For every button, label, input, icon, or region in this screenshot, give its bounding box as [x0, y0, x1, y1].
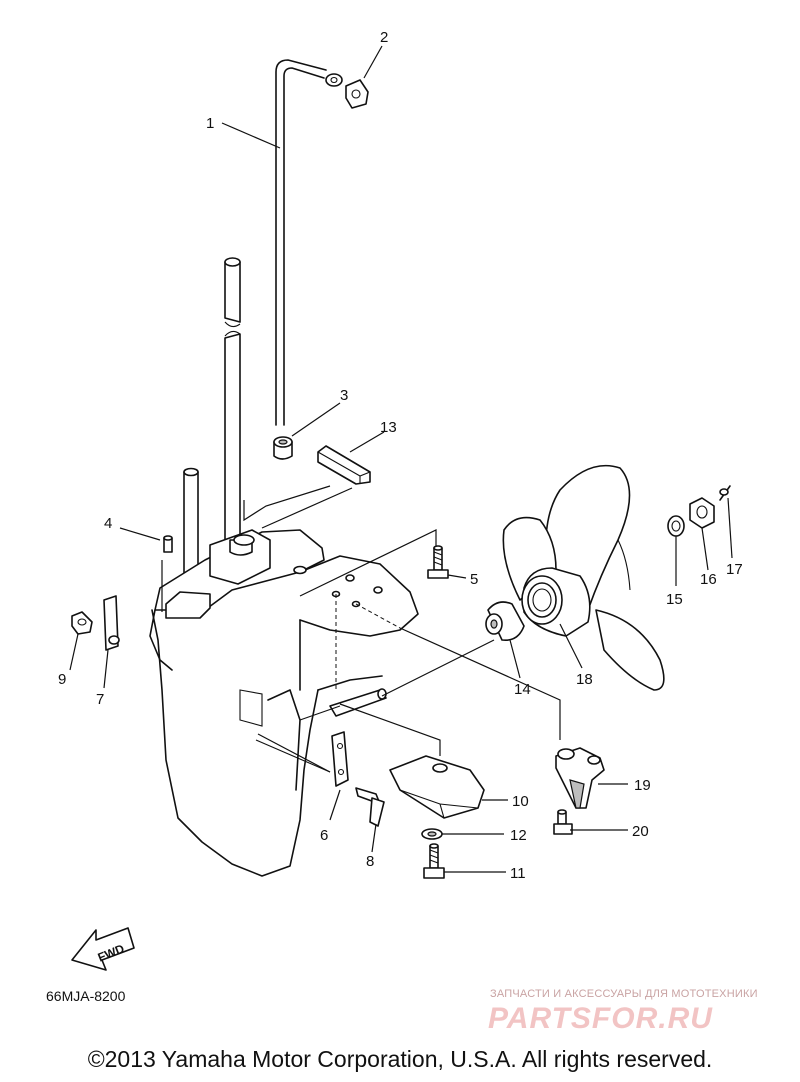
callout-18: 18	[576, 671, 593, 688]
part-water-tube	[275, 59, 343, 426]
part-washer-15	[667, 515, 685, 537]
part-bolt-5	[427, 545, 449, 579]
part-propeller-18	[502, 464, 665, 691]
callout-3: 3	[340, 387, 348, 404]
callout-1: 1	[206, 115, 214, 132]
callout-15: 15	[666, 591, 683, 608]
callout-10: 10	[512, 793, 529, 810]
callout-16: 16	[700, 571, 717, 588]
watermark-brand: PARTSFOR.RU	[488, 1002, 713, 1035]
diagram-code: 66MJA-8200	[46, 988, 126, 1004]
part-bolt-11	[423, 843, 445, 879]
callout-2: 2	[380, 29, 388, 46]
part-bolt-20	[553, 809, 573, 835]
fwd-arrow-icon: FWD	[71, 927, 135, 971]
part-grommet	[345, 79, 369, 109]
callout-17: 17	[726, 561, 743, 578]
part-cover-plate	[317, 445, 371, 485]
part-nut-16	[689, 497, 715, 529]
part-bracket-7	[103, 595, 120, 651]
callout-leaders	[69, 45, 733, 873]
watermark-tagline: ЗАПЧАСТИ И АКСЕССУАРЫ ДЛЯ МОТОТЕХНИКИ	[490, 988, 758, 1000]
callout-14: 14	[514, 681, 531, 698]
callout-numbers: 1 2 3 4 5 6 7 8 9 10 11 12 13 14 15 16 1…	[58, 29, 743, 882]
copyright-notice: ©2013 Yamaha Motor Corporation, U.S.A. A…	[87, 1046, 713, 1072]
part-screw-8	[355, 787, 385, 827]
callout-12: 12	[510, 827, 527, 844]
callout-4: 4	[104, 515, 112, 532]
callout-11: 11	[510, 865, 526, 882]
lower-unit-housing	[149, 529, 419, 877]
part-cap-9	[71, 611, 93, 635]
callout-20: 20	[632, 823, 649, 840]
callout-5: 5	[470, 571, 478, 588]
callout-6: 6	[320, 827, 328, 844]
drive-shaft	[224, 257, 241, 541]
assembly-guide-lines	[161, 485, 561, 773]
callout-9: 9	[58, 671, 66, 688]
part-dowel-pin	[163, 535, 173, 553]
part-spacer-14	[485, 601, 525, 642]
callout-19: 19	[634, 777, 651, 794]
callout-7: 7	[96, 691, 104, 708]
part-anode-10	[389, 755, 485, 819]
part-trim-tab-19	[555, 747, 605, 809]
part-seal	[273, 436, 293, 460]
part-cotter-pin-17	[719, 485, 731, 501]
part-washer-12	[421, 828, 443, 840]
callout-13: 13	[380, 419, 397, 436]
part-plate-6	[331, 731, 349, 787]
shift-rod	[183, 467, 199, 581]
callout-8: 8	[366, 853, 374, 870]
